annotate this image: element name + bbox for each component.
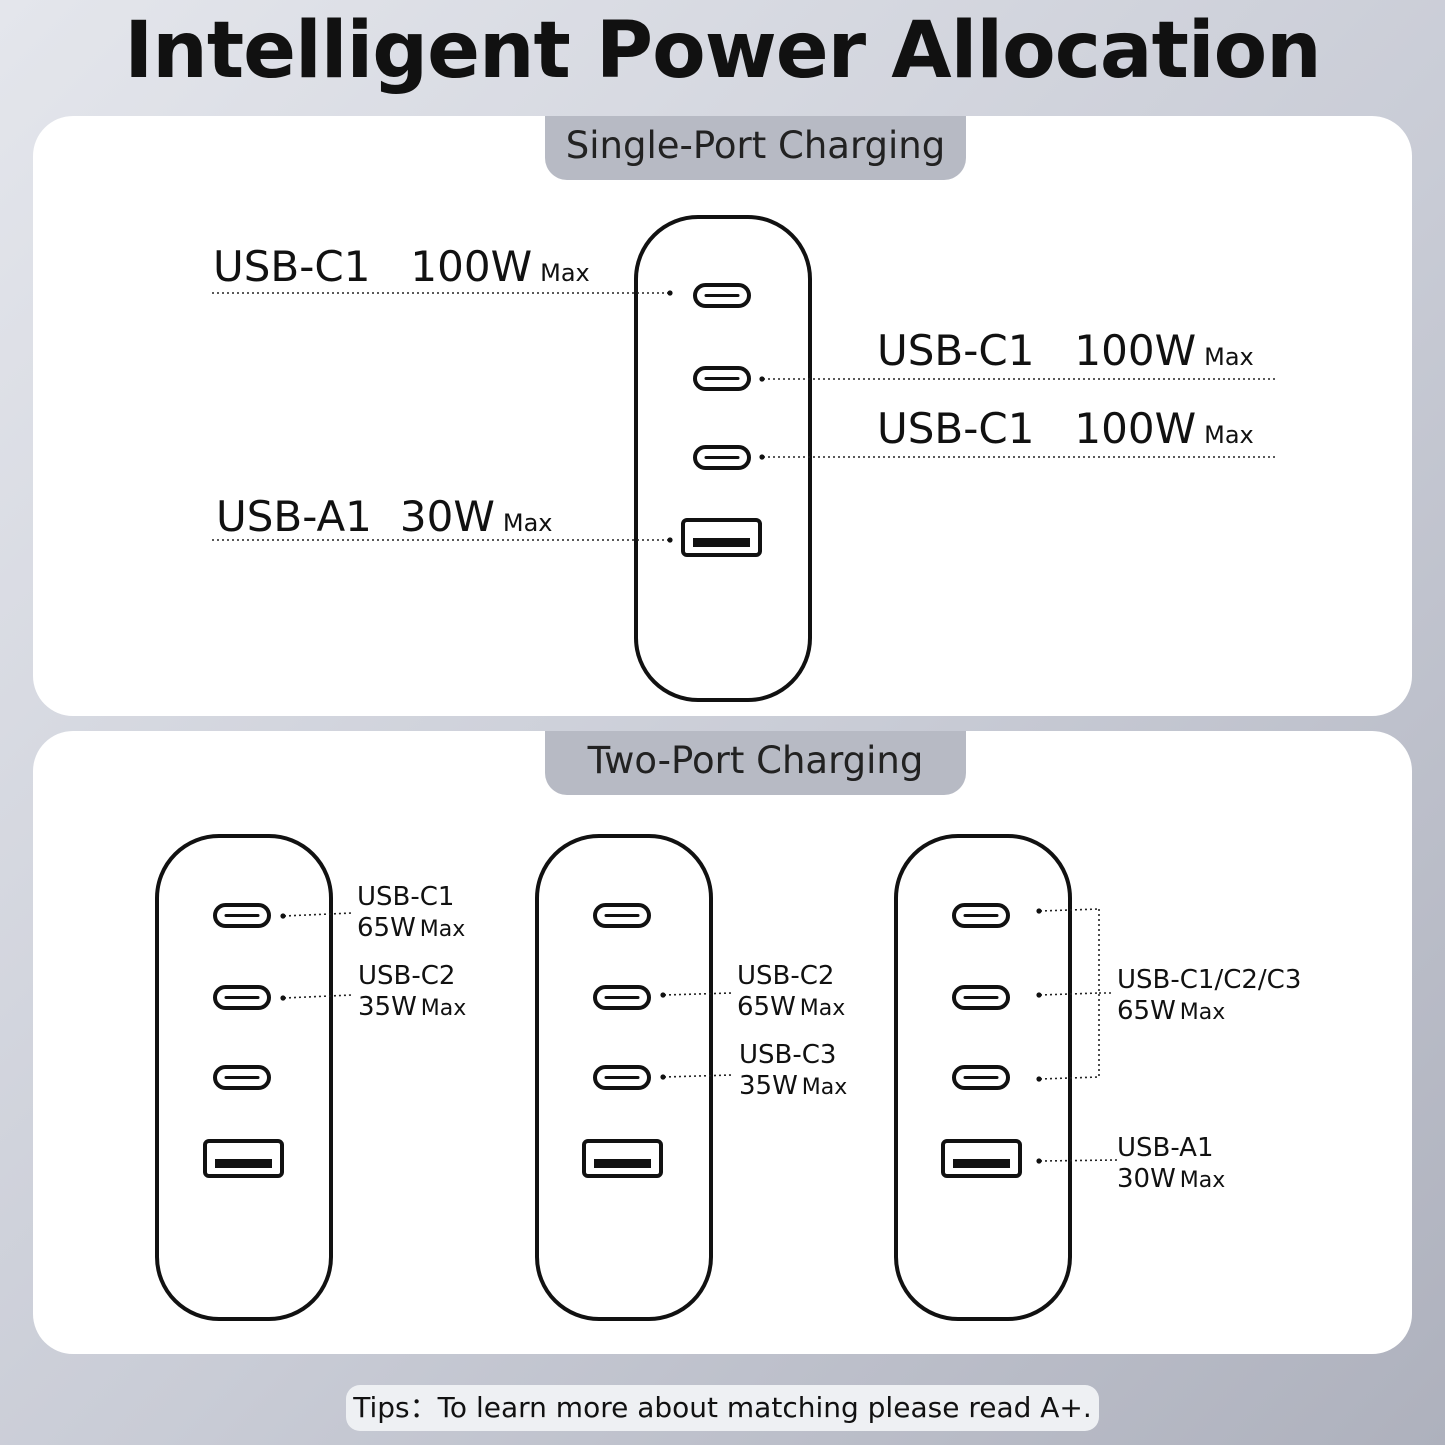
port-power: 35W (739, 1071, 798, 1101)
single-port-heading: Single-Port Charging (545, 116, 966, 180)
max-suffix: Max (1179, 1168, 1226, 1193)
port-name: USB-C3 (739, 1040, 837, 1070)
port-power: 100W (410, 242, 533, 291)
max-suffix: Max (540, 259, 590, 287)
two-port-heading: Two-Port Charging (545, 731, 966, 795)
port-name: USB-C2 (737, 961, 835, 991)
max-suffix: Max (419, 917, 466, 942)
port-name: USB-C1/C2/C3 (1117, 965, 1302, 995)
port-power: 100W (1074, 326, 1197, 375)
usb-a-port-icon (582, 1139, 663, 1178)
max-suffix: Max (1204, 421, 1254, 449)
port-name: USB-C1 (357, 882, 455, 912)
max-suffix: Max (1179, 1000, 1226, 1025)
tips-note: Tips：To learn more about matching please… (346, 1385, 1099, 1431)
port-power: 35W (358, 992, 417, 1022)
port-power: 30W (1117, 1164, 1176, 1194)
usb-a-port-icon (681, 518, 762, 557)
port-name: USB-C1 (877, 326, 1035, 375)
max-suffix: Max (420, 996, 467, 1021)
port-power: 65W (357, 913, 416, 943)
max-suffix: Max (1204, 343, 1254, 371)
port-power: 65W (1117, 996, 1176, 1026)
port-power: 100W (1074, 404, 1197, 453)
page-title: Intelligent Power Allocation (124, 6, 1321, 96)
port-power: 65W (737, 992, 796, 1022)
usb-a-port-icon (941, 1139, 1022, 1178)
port-name: USB-C1 (877, 404, 1035, 453)
port-power: 30W (399, 492, 495, 541)
port-name: USB-C2 (358, 961, 456, 991)
port-name: USB-C1 (213, 242, 371, 291)
port-name: USB-A1 (216, 492, 372, 541)
port-name: USB-A1 (1117, 1133, 1214, 1163)
max-suffix: Max (502, 509, 553, 537)
max-suffix: Max (799, 996, 846, 1021)
usb-a-port-icon (203, 1139, 284, 1178)
max-suffix: Max (801, 1075, 848, 1100)
